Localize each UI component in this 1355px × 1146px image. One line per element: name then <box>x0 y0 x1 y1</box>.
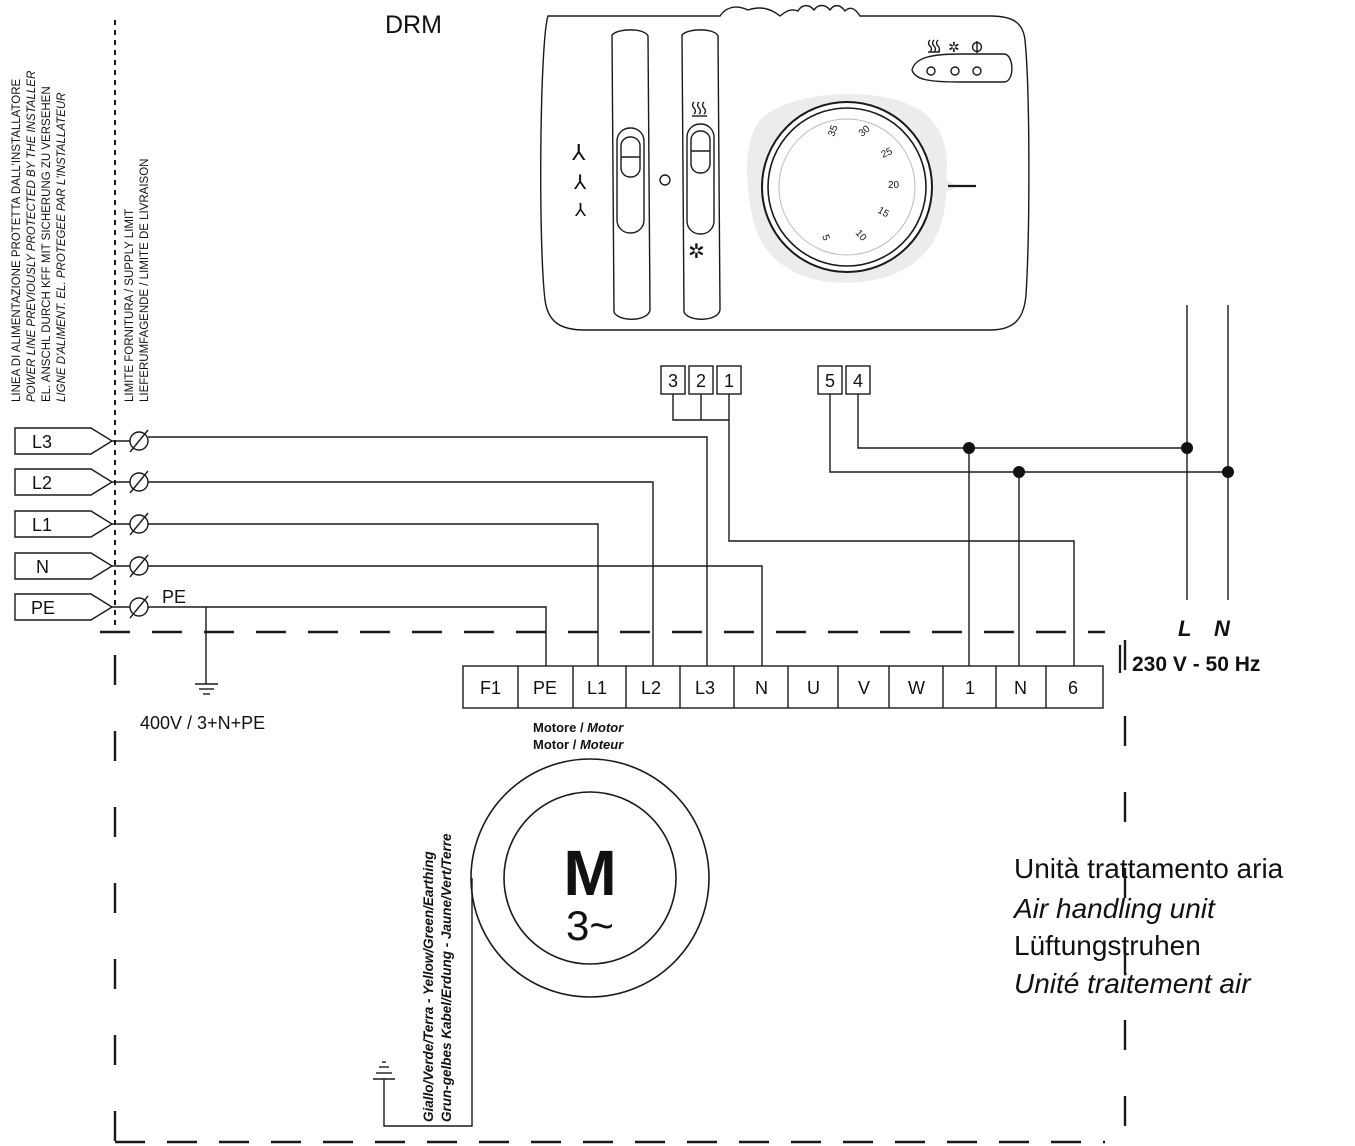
terminal-1: 1 <box>965 678 975 698</box>
motor-phase: 3~ <box>566 902 614 949</box>
cool-mode-icon: ✲ <box>688 241 705 263</box>
terminal-v: V <box>858 678 870 698</box>
motor-caption-1: Motore / Motor <box>533 720 624 735</box>
motor-letter: M <box>563 837 616 909</box>
terminal-w: W <box>908 678 925 698</box>
input-label-n: N <box>36 557 49 577</box>
dial-35: 35 <box>826 123 840 138</box>
install-note-en: POWER LINE PREVIOUSLY PROTECTED BY THE I… <box>26 71 38 402</box>
motor-caption-2: Motor / Moteur <box>533 737 624 752</box>
earth-cable-line-1: Giallo/Verde/Terra - Yellow/Green/Earthi… <box>421 851 436 1122</box>
mains-n-label: N <box>1214 616 1231 641</box>
mains-l-label: L <box>1178 616 1191 641</box>
fuse-symbols <box>129 429 149 619</box>
cool-icon: ✲ <box>948 39 960 55</box>
terminal-l1: L1 <box>587 678 607 698</box>
fan-low-icon: ⅄ <box>574 200 587 220</box>
terminal-pe: PE <box>533 678 557 698</box>
motor-symbol: M 3~ <box>470 758 710 998</box>
unit-label-de: Lüftungstruhen <box>1014 930 1201 961</box>
slider-separator-dot <box>659 174 671 186</box>
terminal-u: U <box>807 678 820 698</box>
fan-high-icon: ⅄ <box>571 140 586 165</box>
drm-controller: ✲ ⅄ ⅄ ⅄ ✲ <box>540 4 1030 331</box>
ctrl-terminal-3: 3 <box>668 371 678 391</box>
fan-medium-icon: ⅄ <box>573 172 587 194</box>
motor-earth-icon <box>373 1061 395 1092</box>
unit-labels: Unità trattamento aria Air handling unit… <box>1012 853 1284 999</box>
earth-cable-note: Giallo/Verde/Terra - Yellow/Green/Earthi… <box>421 833 454 1122</box>
dial-25: 25 <box>880 146 895 161</box>
unit-label-it: Unità trattamento aria <box>1014 853 1284 884</box>
input-lines: L3 L2 L1 N PE PE <box>14 427 186 621</box>
terminal-l3: L3 <box>695 678 715 698</box>
power-icon <box>971 41 983 53</box>
unit-label-fr: Unité traitement air <box>1014 968 1252 999</box>
terminal-6: 6 <box>1068 678 1078 698</box>
terminal-n2: N <box>1014 678 1027 698</box>
supply-limit-notes: LIMITE FORNITURA / SUPPLY LIMIT LIEFERUM… <box>124 159 151 402</box>
controller-terminals-a: 3 2 1 <box>660 365 742 395</box>
controller-terminals-b: 5 4 <box>817 365 871 395</box>
earth-symbol <box>195 683 218 695</box>
supply-limit-2: LIEFERUMFAGENDE / LIMITE DE LIVRAISON <box>139 159 151 402</box>
unit-label-en: Air handling unit <box>1012 893 1216 924</box>
dial-5: 5 <box>819 233 831 242</box>
wiring <box>148 305 1229 684</box>
ctrl-terminal-4: 4 <box>853 371 863 391</box>
diagram-title: DRM <box>385 11 442 39</box>
terminal-block: F1 PE L1 L2 L3 N U V W 1 N 6 <box>462 665 1104 709</box>
dial-15: 15 <box>876 205 892 220</box>
ctrl-terminal-5: 5 <box>825 371 835 391</box>
supply-note: 400V / 3+N+PE <box>140 713 265 733</box>
input-label-l3: L3 <box>32 432 52 452</box>
junction-dots <box>963 442 1234 478</box>
terminal-l2: L2 <box>641 678 661 698</box>
install-note-fr: LIGNE D'ALIMENT. EL. PROTEGEE PAR L'INST… <box>56 93 68 402</box>
install-note-it: LINEA DI ALIMENTAZIONE PROTETTA DALL'INS… <box>11 78 23 402</box>
ctrl-terminal-2: 2 <box>696 371 706 391</box>
dial-20: 20 <box>888 180 900 191</box>
unit-boundary <box>100 630 1127 1144</box>
heat-icon <box>927 39 941 53</box>
heat-mode-icon <box>691 101 707 117</box>
mode-slider: ✲ <box>681 29 721 320</box>
input-label-pe: PE <box>31 598 55 618</box>
terminal-f1: F1 <box>480 678 501 698</box>
thermostat-dial <box>747 93 976 283</box>
pe-wire-label: PE <box>162 587 186 607</box>
input-label-l2: L2 <box>32 473 52 493</box>
supply-limit-1: LIMITE FORNITURA / SUPPLY LIMIT <box>124 209 136 402</box>
earth-cable-line-2: Grun-gelbes Kabel/Erdung - Jaune/Vert/Te… <box>439 833 454 1122</box>
fan-speed-slider <box>611 29 651 320</box>
install-note-de: EL. ANSCHL DURCH KFF MIT SICHERUNG ZU VE… <box>41 86 53 402</box>
mains-voltage: 230 V - 50 Hz <box>1132 653 1260 676</box>
input-label-l1: L1 <box>32 515 52 535</box>
terminal-n: N <box>755 678 768 698</box>
ctrl-terminal-1: 1 <box>724 371 734 391</box>
installer-notes: LINEA DI ALIMENTAZIONE PROTETTA DALL'INS… <box>11 71 68 402</box>
